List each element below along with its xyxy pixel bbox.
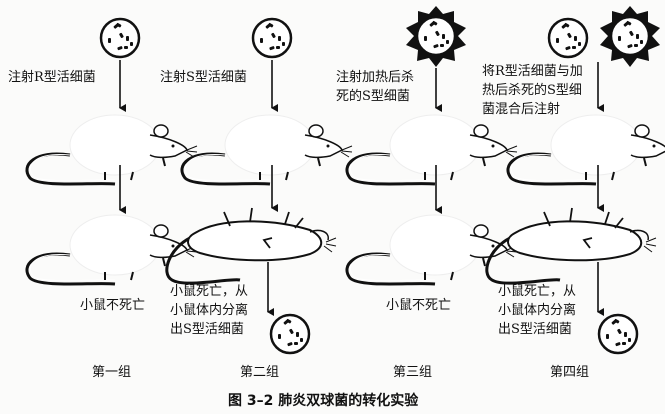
- live-mouse-icon: [345, 213, 519, 286]
- group-3-label: 第三组: [393, 365, 433, 380]
- live-mouse-icon: [345, 113, 519, 186]
- heat-killed-s-bacteria-icon: [600, 6, 660, 67]
- group-4-result: 小鼠死亡，从 小鼠体内分离 出S型活细菌: [498, 284, 577, 337]
- group-3-graphic: [345, 6, 519, 286]
- group-3-result: 小鼠不死亡: [386, 298, 452, 313]
- s-bacteria-culture-icon: [251, 17, 293, 59]
- dead-mouse-icon: [485, 206, 658, 285]
- group-4-label: 第四组: [550, 365, 590, 380]
- group-2-graphic: [165, 17, 354, 355]
- group-1-treatment: 注射R型活细菌: [8, 70, 96, 85]
- heat-killed-s-bacteria-icon: [406, 6, 466, 67]
- group-1-result: 小鼠不死亡: [80, 298, 146, 313]
- group-4-treatment: 将R型活细菌与加 热后杀死的S型细 菌混合后注射: [482, 64, 583, 117]
- group-1-graphic: [25, 17, 199, 286]
- live-mouse-icon: [506, 113, 665, 186]
- dead-mouse-icon: [165, 206, 338, 285]
- group-3-treatment: 注射加热后杀 死的S型细菌: [336, 70, 415, 104]
- group-2-result: 小鼠死亡，从 小鼠体内分离 出S型活细菌: [170, 284, 249, 337]
- group-1-label: 第一组: [92, 365, 132, 380]
- live-mouse-icon: [25, 113, 199, 186]
- group-2-treatment: 注射S型活细菌: [160, 70, 247, 85]
- group-2-label: 第二组: [240, 365, 280, 380]
- s-bacteria-culture-icon: [597, 313, 639, 355]
- group-4-graphic: [485, 6, 665, 355]
- live-mouse-icon: [180, 113, 354, 186]
- r-bacteria-culture-icon: [547, 17, 589, 59]
- s-bacteria-culture-icon: [269, 313, 311, 355]
- figure-caption: 图 3–2 肺炎双球菌的转化实验: [228, 393, 419, 409]
- live-mouse-icon: [25, 213, 199, 286]
- r-bacteria-culture-icon: [99, 17, 141, 59]
